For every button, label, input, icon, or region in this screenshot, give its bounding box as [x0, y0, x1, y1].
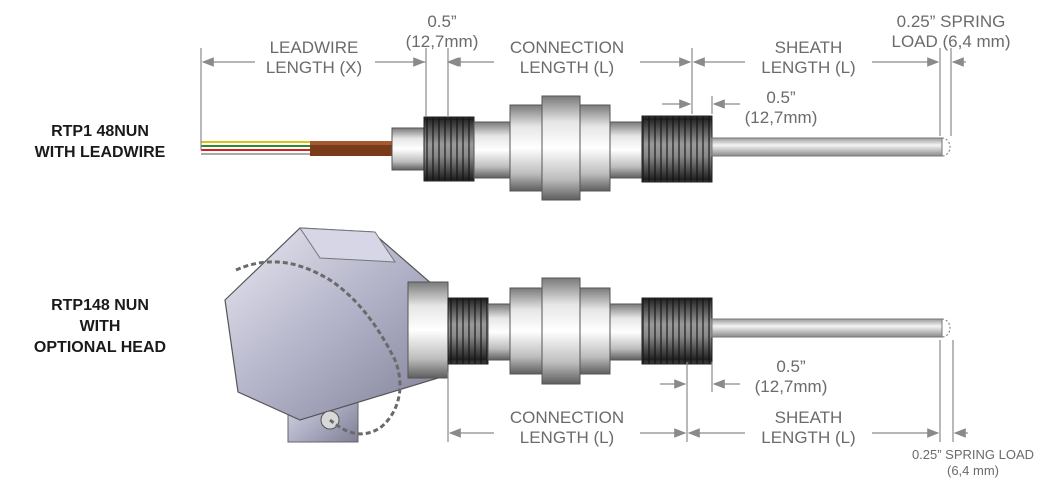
- connection-length-label: CONNECTION LENGTH (L): [494, 38, 640, 78]
- label-line: LENGTH (L): [519, 428, 615, 447]
- connection-length-bottom-label: CONNECTION LENGTH (L): [494, 408, 640, 448]
- title-line: RTP1 48NUN: [51, 123, 149, 140]
- label-line: SHEATH: [774, 38, 843, 57]
- label-line: 0.25” SPRING: [896, 12, 1006, 31]
- leadwire: [201, 141, 392, 156]
- hex-nut-bottom: [509, 287, 543, 375]
- title-line: RTP148 NUN: [51, 297, 149, 314]
- compression-fitting: [391, 127, 425, 171]
- top-probe-title: RTP1 48NUN WITH LEADWIRE: [10, 121, 190, 163]
- leadwire-length-label: LEADWIRE LENGTH (X): [252, 38, 376, 78]
- label-line: LENGTH (L): [761, 428, 856, 447]
- npt-thread-left-bottom: [447, 297, 489, 365]
- label-line: 0.5”: [776, 357, 806, 376]
- spring-thread: [641, 115, 713, 183]
- hex-nut: [509, 104, 543, 192]
- label-line: CONNECTION: [509, 38, 625, 57]
- label-line: LENGTH (L): [761, 58, 856, 77]
- bottom-dimensions: [447, 340, 968, 442]
- title-line: WITH: [79, 318, 121, 335]
- label-line: (12,7mm): [754, 377, 828, 396]
- sheath-length-bottom-label: SHEATH LENGTH (L): [745, 408, 872, 448]
- label-line: LENGTH (X): [265, 58, 363, 77]
- half-inch-top-label: 0.5” (12,7mm): [390, 12, 494, 52]
- title-line: OPTIONAL HEAD: [33, 339, 167, 356]
- label-line: 0.5”: [427, 12, 457, 31]
- label-line: (12,7mm): [744, 108, 818, 127]
- sheath-length-label: SHEATH LENGTH (L): [745, 38, 872, 78]
- npt-thread-left: [423, 116, 475, 182]
- label-line: 0.5”: [766, 88, 796, 107]
- title-line: WITH LEADWIRE: [34, 144, 166, 161]
- sheath: [711, 137, 943, 157]
- bottom-probe-title: RTP148 NUN WITH OPTIONAL HEAD: [10, 295, 190, 358]
- spring-load-label: 0.25” SPRING LOAD (6,4 mm): [876, 12, 1026, 52]
- label-line: LENGTH (L): [519, 58, 615, 77]
- label-line: (6,4 mm): [947, 463, 999, 478]
- label-line: LEADWIRE: [269, 38, 359, 57]
- bottom-probe: [224, 227, 951, 443]
- half-inch-bottom-label: 0.5” (12,7mm): [738, 357, 844, 397]
- label-line: (12,7mm): [405, 32, 479, 51]
- label-line: SHEATH: [774, 408, 843, 427]
- label-line: LOAD (6,4 mm): [891, 32, 1011, 51]
- label-line: 0.25” SPRING LOAD: [911, 447, 1035, 462]
- top-probe: [201, 95, 951, 201]
- spring-load-bottom-label: 0.25” SPRING LOAD (6,4 mm): [888, 447, 1058, 479]
- label-line: CONNECTION: [509, 408, 625, 427]
- spring-thread-bottom: [641, 297, 713, 365]
- top-dimensions: [200, 48, 966, 150]
- sheath-bottom: [711, 318, 943, 338]
- half-inch-right-label: 0.5” (12,7mm): [728, 88, 834, 128]
